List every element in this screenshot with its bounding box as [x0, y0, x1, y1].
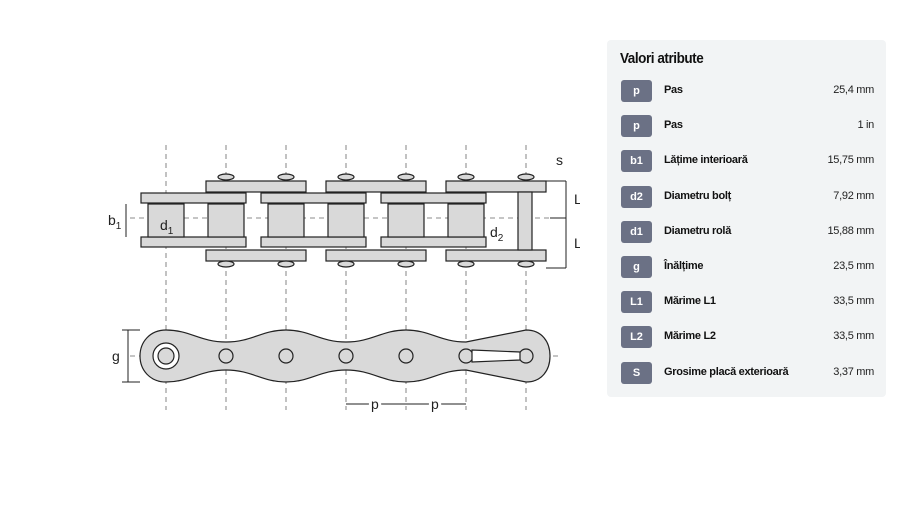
attribute-row: g Înălțime 23,5 mm	[621, 256, 874, 278]
label-d1: d1	[160, 217, 174, 237]
attribute-symbol-badge: b1	[621, 150, 652, 173]
attribute-label: Lățime interioară	[664, 154, 748, 167]
attribute-symbol-badge: g	[621, 256, 652, 278]
attribute-symbol-badge: S	[621, 361, 652, 384]
label-b1: b1	[108, 212, 122, 232]
attribute-value: 3,37 mm	[833, 365, 874, 378]
attribute-value: 1 in	[857, 119, 874, 132]
label-L1: L1	[574, 191, 580, 211]
attribute-label: Mărime L2	[664, 330, 716, 343]
attribute-value: 33,5 mm	[833, 295, 874, 308]
attribute-value: 7,92 mm	[833, 189, 874, 202]
attribute-label: Grosime placă exterioară	[664, 365, 789, 378]
label-g: g	[112, 348, 120, 364]
attribute-label: Înălțime	[664, 260, 704, 272]
attribute-label: Pas	[664, 119, 683, 132]
dimension-lines	[122, 180, 567, 405]
label-s: s	[556, 152, 563, 168]
chain-top-view	[140, 173, 547, 268]
attribute-value: 15,88 mm	[827, 224, 874, 237]
attribute-row: b1 Lățime interioară 15,75 mm	[621, 150, 874, 173]
attribute-value: 15,75 mm	[827, 154, 874, 167]
attribute-symbol-badge: p	[621, 80, 652, 102]
label-L2: L2	[574, 235, 580, 255]
attribute-row: L2 Mărime L2 33,5 mm	[621, 326, 874, 349]
attribute-label: Diametru rolă	[664, 224, 732, 237]
roller-chain-diagram: b1 d1 d2 s L1 L2 g p p	[108, 145, 580, 415]
label-p-2: p	[431, 396, 439, 412]
attribute-symbol-badge: d2	[621, 185, 652, 208]
attribute-value: 33,5 mm	[833, 330, 874, 343]
attribute-symbol-badge: p	[621, 115, 652, 138]
label-d2: d2	[490, 224, 504, 244]
attribute-row: d1 Diametru rolă 15,88 mm	[621, 220, 874, 243]
attribute-value: 23,5 mm	[833, 260, 874, 272]
attribute-symbol-badge: d1	[621, 220, 652, 243]
attribute-label: Mărime L1	[664, 295, 716, 308]
attribute-value: 25,4 mm	[833, 84, 874, 96]
attribute-symbol-badge: L1	[621, 291, 652, 314]
label-p-1: p	[371, 396, 379, 412]
attribute-label: Pas	[664, 84, 683, 96]
attribute-symbol-badge: L2	[621, 326, 652, 349]
attribute-row: p Pas 25,4 mm	[621, 80, 874, 102]
attribute-row: L1 Mărime L1 33,5 mm	[621, 291, 874, 314]
panel-title: Valori atribute	[620, 50, 704, 67]
attribute-row: d2 Diametru bolț 7,92 mm	[621, 185, 874, 208]
chain-side-view	[139, 329, 551, 383]
attribute-row: S Grosime placă exterioară 3,37 mm	[621, 361, 874, 384]
attribute-row: p Pas 1 in	[621, 115, 874, 138]
attribute-label: Diametru bolț	[664, 189, 731, 202]
